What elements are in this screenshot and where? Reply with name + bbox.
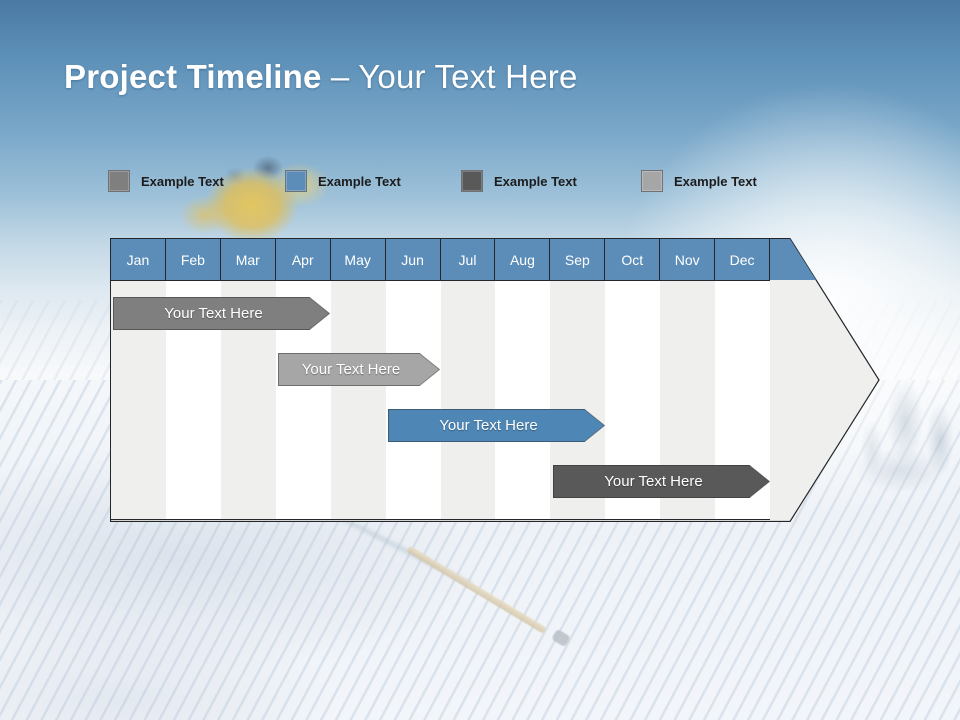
month-header-jun[interactable]: Jun: [385, 239, 441, 280]
task-bar-body-4: [553, 465, 750, 498]
legend-swatch-icon-3: [461, 170, 483, 192]
page-title: Project Timeline – Your Text Here: [64, 58, 578, 96]
task-bar-4[interactable]: Your Text Here: [553, 463, 771, 500]
legend: Example Text Example Text Example Text Exam…: [108, 168, 808, 196]
task-bar-3[interactable]: Your Text Here: [388, 407, 606, 444]
legend-label-4: Example Text: [674, 173, 757, 189]
task-bar-arrowhead-icon-2: [418, 351, 441, 388]
month-header-oct[interactable]: Oct: [605, 239, 661, 280]
legend-item-3[interactable]: Example Text: [461, 168, 577, 194]
month-header-may[interactable]: May: [330, 239, 386, 280]
page-title-light: Your Text Here: [358, 58, 578, 95]
month-header-jul[interactable]: Jul: [440, 239, 496, 280]
task-bar-arrowhead-icon-4: [748, 463, 771, 500]
task-bar-label-4: Your Text Here: [604, 473, 703, 490]
month-header-nov[interactable]: Nov: [660, 239, 716, 280]
page-title-separator: –: [321, 58, 359, 95]
month-header-apr[interactable]: Apr: [275, 239, 331, 280]
legend-swatch-icon-4: [641, 170, 663, 192]
task-bar-label-2: Your Text Here: [301, 361, 401, 378]
legend-label-1: Example Text: [141, 173, 224, 189]
grid-column-jun: [385, 281, 441, 519]
task-bar-label-1: Your Text Here: [164, 305, 263, 322]
month-header-aug[interactable]: Aug: [495, 239, 551, 280]
task-bar-1[interactable]: Your Text Here: [113, 295, 331, 332]
legend-item-1[interactable]: Example Text: [108, 168, 224, 194]
month-header-dec[interactable]: Dec: [715, 239, 770, 280]
task-bar-label-3: Your Text Here: [439, 417, 538, 434]
task-bar-body-3: [388, 409, 585, 442]
grid-column-may: [330, 281, 386, 519]
task-bar-body-1: [113, 297, 310, 330]
page-title-bold: Project Timeline: [64, 58, 322, 95]
legend-label-3: Example Text: [494, 173, 577, 189]
task-bar-arrowhead-icon-1: [308, 295, 331, 332]
grid-column-aug: [495, 281, 551, 519]
legend-item-2[interactable]: Example Text: [285, 168, 401, 194]
month-header-jan[interactable]: Jan: [111, 239, 166, 280]
task-bar-body-2: [278, 353, 420, 386]
legend-item-4[interactable]: Example Text: [641, 168, 757, 194]
month-header-sep[interactable]: Sep: [550, 239, 606, 280]
task-bar-arrowhead-icon-3: [583, 407, 606, 444]
legend-swatch-icon-2: [285, 170, 307, 192]
month-header-mar[interactable]: Mar: [220, 239, 276, 280]
grid-column-jul: [440, 281, 496, 519]
legend-swatch-icon-1: [108, 170, 130, 192]
task-bar-2[interactable]: Your Text Here: [278, 351, 441, 388]
legend-label-2: Example Text: [318, 173, 401, 189]
month-header-feb[interactable]: Feb: [165, 239, 221, 280]
